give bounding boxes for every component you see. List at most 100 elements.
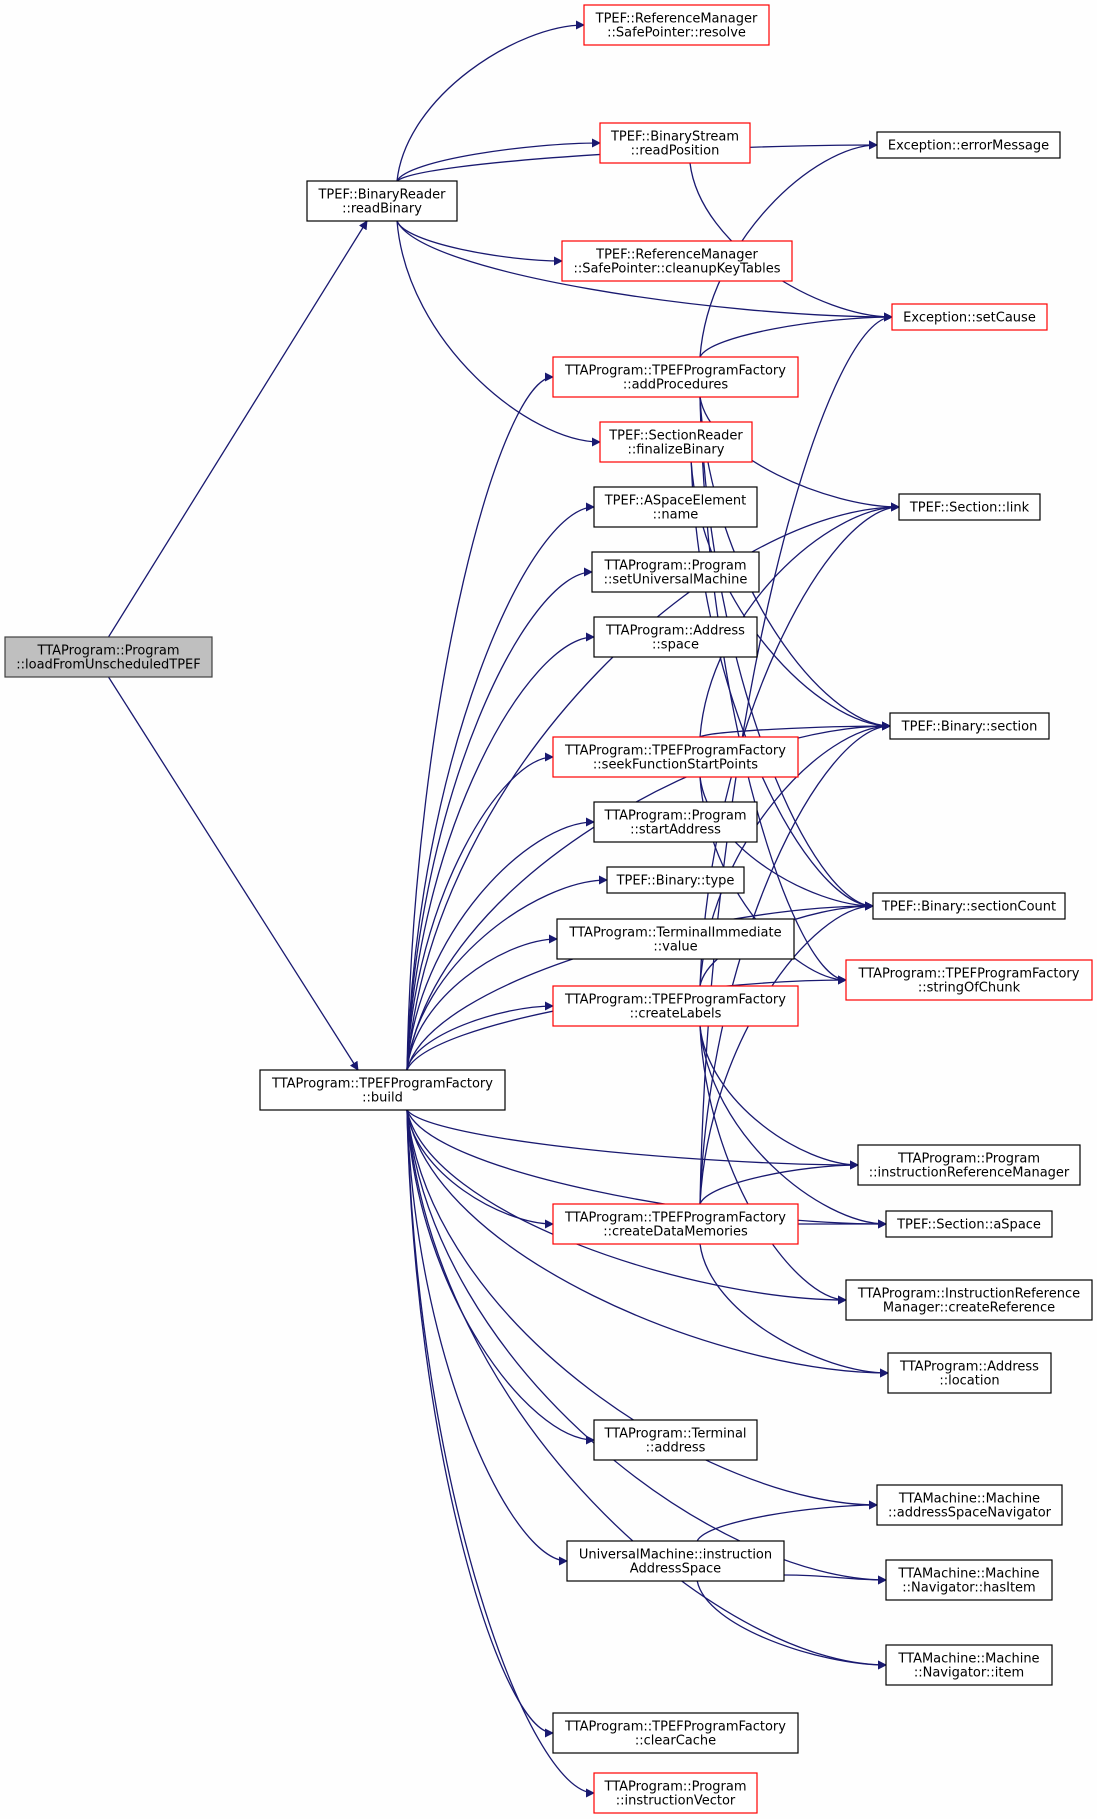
node-box <box>556 918 795 960</box>
node-label-line: TPEF::SectionReader <box>608 429 743 444</box>
node-label-line: ::instructionReferenceManager <box>869 1166 1070 1181</box>
node-instruction-vector[interactable]: TTAProgram::Program::instructionVector <box>593 1772 758 1814</box>
node-term-address[interactable]: TTAProgram::Terminal::address <box>593 1419 758 1461</box>
node-box <box>876 131 1061 159</box>
node-read-binary[interactable]: TPEF::BinaryReader::readBinary <box>306 180 458 222</box>
node-term-imm-value[interactable]: TTAProgram::TerminalImmediate::value <box>556 918 795 960</box>
node-box <box>306 180 458 222</box>
node-create-labels[interactable]: TTAProgram::TPEFProgramFactory::createLa… <box>552 985 799 1027</box>
edge-build-to-term-imm-value <box>406 934 558 1071</box>
node-ui-addr-space[interactable]: UniversalMachine::instructionAddressSpac… <box>566 1540 785 1582</box>
node-build[interactable]: TTAProgram::TPEFProgramFactory::build <box>259 1069 506 1111</box>
edge-add-procedures-to-set-cause <box>699 312 893 358</box>
node-box <box>845 1279 1093 1321</box>
node-label-line: TTAProgram::Program <box>604 559 747 574</box>
node-box <box>552 356 799 398</box>
node-label-line: ::createDataMemories <box>603 1225 748 1240</box>
node-box <box>599 122 751 164</box>
node-label-line: TTAProgram::TerminalImmediate <box>568 926 781 941</box>
node-finalize-binary[interactable]: TPEF::SectionReader::finalizeBinary <box>599 421 753 463</box>
node-label-line: TTAProgram::Program <box>37 644 180 659</box>
node-label-line: TTAProgram::TPEFProgramFactory <box>564 1211 786 1226</box>
node-section-count[interactable]: TPEF::Binary::sectionCount <box>872 892 1066 920</box>
node-box <box>4 636 213 678</box>
node-set-cause[interactable]: Exception::setCause <box>891 303 1048 331</box>
edge-build-to-nav-item <box>406 1109 887 1670</box>
node-label-line: TPEF::ASpaceElement <box>604 494 747 509</box>
node-label-line: TPEF::ReferenceManager <box>595 12 758 27</box>
edge-build-to-instruction-vector <box>406 1109 595 1798</box>
node-box <box>593 1419 758 1461</box>
node-section-link[interactable]: TPEF::Section::link <box>898 493 1041 521</box>
edge-build-to-addr-space-nav <box>406 1109 878 1510</box>
node-box <box>583 4 770 46</box>
node-read-position[interactable]: TPEF::BinaryStream::readPosition <box>599 122 751 164</box>
edge-build-to-start-address <box>406 817 595 1071</box>
node-label-line: ::loadFromUnscheduledTPEF <box>16 658 201 673</box>
node-addr-space-nav[interactable]: TTAMachine::Machine::addressSpaceNavigat… <box>876 1484 1063 1526</box>
node-binary-section[interactable]: TPEF::Binary::section <box>889 712 1050 740</box>
edge-build-to-ui-addr-space <box>406 1109 568 1566</box>
node-label-line: TPEF::Section::link <box>909 501 1030 516</box>
node-addr-space[interactable]: TTAProgram::Address::space <box>593 616 758 658</box>
edge-root-to-read-binary <box>107 220 368 638</box>
node-label-line: Manager::createReference <box>883 1301 1055 1316</box>
node-label-line: ::seekFunctionStartPoints <box>593 758 758 773</box>
node-label-line: ::location <box>939 1374 999 1389</box>
node-label-line: ::createLabels <box>630 1007 722 1022</box>
node-label-line: ::name <box>653 508 699 523</box>
node-box <box>606 866 745 894</box>
edge-build-to-term-address <box>406 1109 595 1445</box>
node-label-line: TTAProgram::Terminal <box>603 1427 746 1442</box>
node-box <box>887 1352 1052 1394</box>
node-clear-cache[interactable]: TTAProgram::TPEFProgramFactory::clearCac… <box>552 1712 799 1754</box>
node-box <box>552 985 799 1027</box>
edge-read-binary-to-resolve <box>396 20 585 182</box>
node-box <box>259 1069 506 1111</box>
node-box <box>593 1772 758 1814</box>
node-label-line: TTAProgram::TPEFProgramFactory <box>564 993 786 1008</box>
node-label-line: TPEF::ReferenceManager <box>595 248 758 263</box>
node-start-address[interactable]: TTAProgram::Program::startAddress <box>593 801 758 843</box>
node-error-message[interactable]: Exception::errorMessage <box>876 131 1061 159</box>
node-label-line: TTAMachine::Machine <box>897 1652 1039 1667</box>
node-create-reference[interactable]: TTAProgram::InstructionReferenceManager:… <box>845 1279 1093 1321</box>
node-label-line: TTAProgram::TPEFProgramFactory <box>564 1720 786 1735</box>
node-add-procedures[interactable]: TTAProgram::TPEFProgramFactory::addProce… <box>552 356 799 398</box>
node-box <box>561 240 793 282</box>
edge-build-to-section-link <box>406 502 900 1071</box>
edge-add-procedures-to-error-message <box>699 140 878 358</box>
node-label-line: TPEF::BinaryStream <box>610 130 739 145</box>
node-label-line: TTAProgram::Program <box>897 1152 1040 1167</box>
node-seek-function-start-points[interactable]: TTAProgram::TPEFProgramFactory::seekFunc… <box>552 736 799 778</box>
node-nav-has-item[interactable]: TTAMachine::Machine::Navigator::hasItem <box>885 1559 1053 1601</box>
node-label-line: TTAProgram::InstructionReference <box>857 1287 1080 1302</box>
edge-ui-addr-space-to-addr-space-nav <box>696 1500 878 1542</box>
node-box <box>898 493 1041 521</box>
node-box <box>889 712 1050 740</box>
node-string-of-chunk[interactable]: TTAProgram::TPEFProgramFactory::stringOf… <box>845 959 1093 1001</box>
node-ase-name[interactable]: TPEF::ASpaceElement::name <box>593 486 758 528</box>
node-label-line: ::finalizeBinary <box>628 443 725 458</box>
edge-read-binary-to-finalize-binary <box>396 220 601 447</box>
node-box <box>593 486 758 528</box>
node-label-line: TPEF::BinaryReader <box>317 188 446 203</box>
edge-layer <box>107 20 900 1798</box>
node-cleanup-key-tables[interactable]: TPEF::ReferenceManager::SafePointer::cle… <box>561 240 793 282</box>
node-label-line: ::stringOfChunk <box>918 981 1021 996</box>
node-resolve[interactable]: TPEF::ReferenceManager::SafePointer::res… <box>583 4 770 46</box>
node-label-line: ::setUniversalMachine <box>604 573 748 588</box>
node-box <box>593 801 758 843</box>
edge-ui-addr-space-to-nav-has-item <box>783 1574 887 1585</box>
node-box <box>591 551 760 593</box>
node-label-line: ::addProcedures <box>623 378 729 393</box>
node-nav-item[interactable]: TTAMachine::Machine::Navigator::item <box>885 1644 1053 1686</box>
node-binary-type[interactable]: TPEF::Binary::type <box>606 866 745 894</box>
node-set-universal-machine[interactable]: TTAProgram::Program::setUniversalMachine <box>591 551 760 593</box>
node-root[interactable]: TTAProgram::Program::loadFromUnscheduled… <box>4 636 213 678</box>
edge-build-to-addr-location <box>406 1109 889 1378</box>
node-instr-ref-mgr[interactable]: TTAProgram::Program::instructionReferenc… <box>857 1144 1081 1186</box>
node-addr-location[interactable]: TTAProgram::Address::location <box>887 1352 1052 1394</box>
node-a-space[interactable]: TPEF::Section::aSpace <box>885 1210 1053 1238</box>
node-create-data-memories[interactable]: TTAProgram::TPEFProgramFactory::createDa… <box>552 1203 799 1245</box>
